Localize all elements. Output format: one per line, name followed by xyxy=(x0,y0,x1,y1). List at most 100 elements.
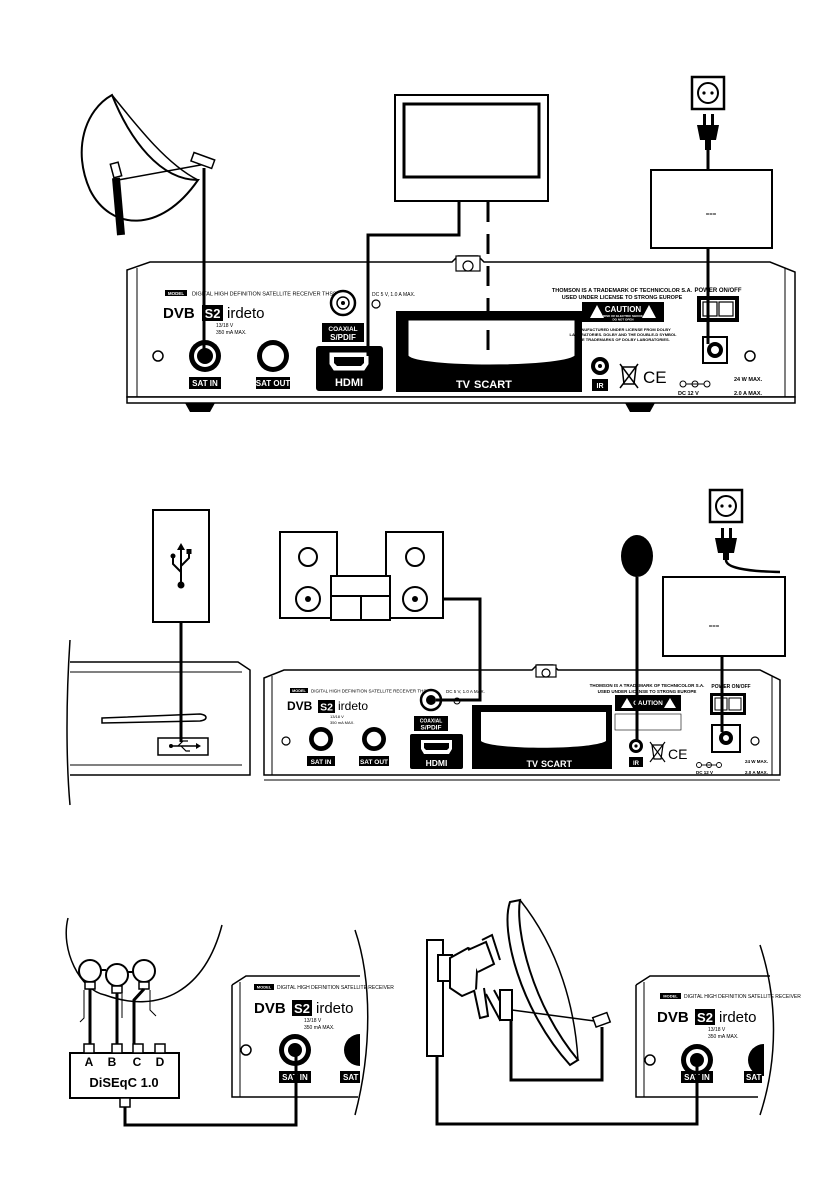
dc-polarity-icon xyxy=(696,762,722,768)
lnb-spec-current: 350 mA MAX. xyxy=(216,330,247,336)
sat-out-port-partial: SAT xyxy=(340,1034,360,1083)
irdeto-logo-text: irdeto xyxy=(719,1009,757,1026)
dish-outline xyxy=(65,917,223,1003)
switch-port-d: D xyxy=(156,1055,165,1069)
dolby-notice xyxy=(614,713,682,731)
caution-title: CAUTION xyxy=(605,305,642,314)
switch-to-sat-in-cable xyxy=(123,1050,298,1127)
coaxial-label: COAXIAL xyxy=(420,719,443,725)
power-switch xyxy=(710,693,746,715)
caution-title: CAUTION xyxy=(633,700,663,707)
dc-power-jack xyxy=(702,336,728,364)
power-rating-watts: 24 W MAX. xyxy=(745,759,768,764)
wall-mount-icon xyxy=(426,939,453,1057)
tv-icon xyxy=(394,94,549,202)
trademark-line-1: THOMSON IS A TRADEMARK OF TECHNICOLOR S.… xyxy=(552,288,693,294)
scart-label: SCART xyxy=(474,379,512,391)
audio-coaxial-cable xyxy=(436,597,482,702)
model-badge xyxy=(290,688,308,693)
dolby-line-3: ARE TRADEMARKS OF DOLBY LABORATORIES. xyxy=(576,337,670,342)
ir-port: IR xyxy=(629,739,643,767)
warning-triangle-icon xyxy=(590,305,604,318)
power-plug-icon xyxy=(715,528,737,560)
tv-scart-port: TV SCART xyxy=(472,705,612,769)
lnb-icon xyxy=(78,959,156,994)
power-rating-amps: 2.0 A MAX. xyxy=(745,770,768,775)
model-badge-text: MODEL xyxy=(292,689,306,693)
irdeto-logo-text: irdeto xyxy=(338,699,368,713)
panel-1-tv-and-dish: === MODEL DIGITAL HIGH DEFINITION SATELL… xyxy=(80,75,796,412)
dvb-s2-logo: DVB S2 irdeto xyxy=(163,305,265,322)
power-switch-label: POWER ON/OFF xyxy=(711,684,750,690)
dvb-logo-text: DVB xyxy=(657,1009,689,1026)
dc-polarity-icon xyxy=(679,380,711,388)
dvb-s2-logo: DVB S2 irdeto xyxy=(657,1009,757,1026)
power-adapter: === xyxy=(662,576,786,657)
sat-out-label: SAT OUT xyxy=(360,759,388,766)
power-plug-icon xyxy=(697,114,719,150)
warning-triangle-icon xyxy=(621,698,633,708)
scart-label: SCART xyxy=(541,759,573,769)
sat-out-port-partial: SAT xyxy=(744,1044,764,1083)
lnb-spec-current: 350 mA MAX. xyxy=(304,1025,335,1031)
hdmi-port: HDMI xyxy=(410,734,463,769)
model-text: DIGITAL HIGH DEFINITION SATELLITE RECEIV… xyxy=(277,985,394,991)
switch-port-c: C xyxy=(133,1055,142,1069)
switch-name: DiSEqC 1.0 xyxy=(89,1075,158,1090)
adapter-dc-symbol: === xyxy=(709,624,720,630)
dvb-logo-text: DVB xyxy=(254,1000,286,1017)
lnb-spec-voltage: 13/18 V xyxy=(216,323,234,329)
usb-drive-icon xyxy=(152,509,210,623)
irdeto-logo-text: irdeto xyxy=(227,305,265,322)
power-adapter: === xyxy=(650,169,773,249)
warning-triangle-icon xyxy=(664,698,676,708)
sat-out-port: SAT OUT xyxy=(359,727,389,766)
power-rating-amps: 2.0 A MAX. xyxy=(734,391,762,397)
model-badge-text: MODEL xyxy=(663,994,678,999)
power-switch xyxy=(697,296,739,322)
caution-label: CAUTION RISK OF ELECTRIC SHOCK DO NOT OP… xyxy=(582,302,664,322)
dish-motor-icon xyxy=(449,933,513,1022)
trademark-line-2: USED UNDER LICENSE TO STRONG EUROPE xyxy=(598,689,697,694)
dc-power-jack xyxy=(711,724,741,753)
s2-logo-text: S2 xyxy=(320,702,333,714)
adapter-dc-symbol: === xyxy=(706,212,717,218)
dvb-logo-text: DVB xyxy=(163,305,195,322)
s2-logo-text: S2 xyxy=(294,1001,310,1016)
s2-logo-text: S2 xyxy=(697,1010,713,1025)
coax-power-text: DC 5 V, 1.0 A MAX. xyxy=(372,292,415,298)
sat-in-label: SAT IN xyxy=(311,759,332,766)
ce-mark: CE xyxy=(668,746,687,762)
warning-triangle-icon xyxy=(642,305,656,318)
sat-in-port: SAT IN xyxy=(307,727,335,766)
trademark-line-1: THOMSON IS A TRADEMARK OF TECHNICOLOR S.… xyxy=(590,683,705,688)
model-badge xyxy=(165,290,187,296)
caution-label: CAUTION xyxy=(615,695,681,711)
coaxial-spdif-port: COAXIAL S/PDIF xyxy=(322,289,364,342)
coax-power-text: DC 5 V, 1.0 A MAX. xyxy=(446,689,485,694)
dish-to-sat-in-cable xyxy=(435,1056,699,1126)
panel-4-motorized-dish: MODEL DIGITAL HIGH DEFINITION SATELLITE … xyxy=(426,898,801,1126)
panel-2-usb-audio-ir: === MO xyxy=(66,488,786,806)
power-rating-volts: DC 12 V xyxy=(696,770,713,775)
sat-out-label: SAT xyxy=(746,1073,762,1082)
tv-label: TV xyxy=(526,759,538,769)
caution-line-1: RISK OF ELECTRIC SHOCK xyxy=(603,314,644,318)
model-text: DIGITAL HIGH DEFINITION SATELLITE RECEIV… xyxy=(684,994,801,1000)
dvb-s2-logo: DVB S2 irdeto xyxy=(254,1000,354,1017)
tv-scart-port: TV SCART xyxy=(396,311,582,392)
lnb-spec-voltage: 13/18 V xyxy=(708,1027,726,1033)
s2-logo-text: S2 xyxy=(205,306,221,321)
tv-label: TV xyxy=(456,379,471,391)
model-badge xyxy=(660,993,681,999)
hifi-system-icon xyxy=(279,531,444,621)
wall-socket-icon xyxy=(708,488,744,524)
satellite-dish-icon xyxy=(80,93,216,236)
model-badge-text: MODEL xyxy=(257,985,272,990)
receiver-front-panel xyxy=(66,639,251,806)
tv-to-hdmi-cable xyxy=(366,201,461,356)
switch-port-b: B xyxy=(108,1055,117,1069)
model-badge-text: MODEL xyxy=(168,291,185,296)
ir-label: IR xyxy=(633,761,640,767)
